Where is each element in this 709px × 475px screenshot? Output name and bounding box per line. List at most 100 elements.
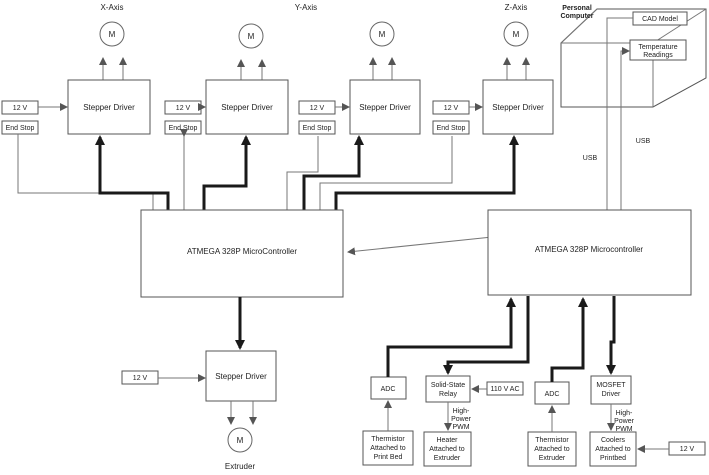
hp-right-line2: Power — [614, 418, 635, 425]
adc-bed-label: ADC — [381, 386, 396, 393]
motor-z1-label: M — [379, 30, 386, 39]
motor-x-label: M — [109, 30, 116, 39]
relay-line2: Relay — [439, 391, 457, 398]
thermistor-bed-line1: Thermistor — [371, 436, 405, 443]
motor-z2: M — [503, 21, 529, 47]
mcu-left: ATMEGA 328P MicroController — [140, 209, 344, 298]
z-axis-label: Z-Axis — [505, 3, 528, 12]
coolers-line1: Coolers — [601, 437, 626, 444]
adc-extruder-label: ADC — [545, 391, 560, 398]
hp-left-line1: High- — [453, 408, 470, 415]
voltage-extruder-label: 12 V — [133, 375, 148, 382]
mcu-right-label: ATMEGA 328P Microcontroller — [535, 245, 644, 254]
heater-line1: Heater — [436, 437, 458, 444]
usb-to-cad-line — [347, 17, 633, 256]
motor-extruder-label: M — [237, 436, 244, 445]
ac-label: 110 V AC — [490, 386, 519, 393]
thermistor-ext-line3: Extruder — [539, 455, 566, 462]
voltage-box-y: 12 V — [164, 100, 202, 115]
stepper-driver-z2-label: Stepper Driver — [492, 103, 544, 112]
endstop-y: End Stop — [164, 120, 202, 135]
driver-to-motor-arrows — [99, 57, 530, 80]
mcu-to-relay-arrow — [443, 296, 530, 375]
y-axis-label: Y-Axis — [295, 3, 317, 12]
endstop-x-label: End Stop — [6, 125, 35, 132]
voltage-box-z1: 12 V — [298, 100, 336, 115]
stepper-driver-x: Stepper Driver — [67, 79, 151, 135]
motor-z1: M — [369, 21, 395, 47]
stepper-driver-y-label: Stepper Driver — [221, 103, 273, 112]
stepper-driver-z2: Stepper Driver — [482, 79, 554, 135]
stepper-driver-y: Stepper Driver — [205, 79, 289, 135]
mosfet-driver: MOSFET Driver — [590, 375, 632, 405]
thermistor-bed-line2: Attached to — [370, 445, 406, 452]
voltage-z1-label: 12 V — [310, 105, 325, 112]
stepper-driver-x-label: Stepper Driver — [83, 103, 135, 112]
motor-x: M — [99, 21, 125, 47]
hp-left-line2: Power — [451, 416, 472, 423]
extruder-motor-arrows — [227, 401, 257, 425]
endstop-x: End Stop — [1, 120, 39, 135]
mosfet-line1: MOSFET — [596, 382, 626, 389]
voltage-box-x: 12 V — [1, 100, 39, 115]
mcu-right: ATMEGA 328P Microcontroller — [487, 209, 692, 296]
mosfet-line2: Driver — [602, 391, 621, 398]
heater-extruder: Heater Attached to Extruder — [423, 431, 472, 467]
adc-extruder-to-mcu-arrow — [550, 297, 588, 382]
pc-title-line2: Computer — [560, 13, 593, 20]
endstop-z1-label: End Stop — [303, 125, 332, 132]
cad-model-box: CAD Model — [632, 11, 688, 26]
solid-state-relay: Solid-State Relay — [425, 375, 471, 403]
stepper-driver-extruder-label: Stepper Driver — [215, 372, 267, 381]
hp-left-line3: PWM — [452, 424, 469, 431]
endstop-z2: End Stop — [432, 120, 470, 135]
x-axis-label: X-Axis — [100, 3, 123, 12]
relay-line1: Solid-State — [431, 382, 465, 389]
voltage-z2-label: 12 V — [444, 105, 459, 112]
temperature-line2: Readings — [643, 52, 673, 59]
mcu-to-driver-arrows — [95, 135, 519, 210]
coolers-line3: Printbed — [600, 455, 626, 462]
thermistor-ext-line1: Thermistor — [535, 437, 569, 444]
mcu-left-label: ATMEGA 328P MicroController — [187, 247, 297, 256]
adc-extruder: ADC — [534, 381, 570, 405]
pc-title-line1: Personal — [562, 5, 592, 12]
usb-to-temperature-line — [620, 47, 630, 210]
voltage-y-label: 12 V — [176, 105, 191, 112]
ac-box: 110 V AC — [486, 381, 524, 396]
stepper-driver-z1-label: Stepper Driver — [359, 103, 411, 112]
adc-bed: ADC — [370, 376, 407, 400]
voltage-x-label: 12 V — [13, 105, 28, 112]
thermistor-bed: Thermistor Attached to Print Bed — [362, 430, 414, 466]
endstop-y-label: End Stop — [169, 125, 198, 132]
usb-label-1: USB — [583, 155, 598, 162]
temperature-readings-box: Temperature Readings — [629, 39, 687, 61]
motor-z2-label: M — [513, 30, 520, 39]
stepper-driver-extruder: Stepper Driver — [205, 350, 277, 402]
motor-extruder: M — [227, 427, 253, 453]
adc-bed-to-mcu-arrow — [386, 297, 516, 377]
usb-label-2: USB — [636, 138, 651, 145]
thermistor-extruder: Thermistor Attached to Extruder — [527, 431, 577, 467]
temperature-line1: Temperature — [638, 44, 677, 51]
voltage-box-extruder: 12 V — [121, 370, 159, 385]
thermistor-bed-line3: Print Bed — [374, 454, 403, 461]
hp-right-line1: High- — [616, 410, 633, 417]
mcu-to-mosfet-arrow — [606, 296, 616, 375]
heater-line3: Extruder — [434, 455, 461, 462]
thermistor-ext-line2: Attached to — [534, 446, 570, 453]
coolers-printbed: Coolers Attached to Printbed — [589, 431, 637, 467]
motor-y: M — [238, 23, 264, 49]
cad-model-label: CAD Model — [642, 16, 678, 23]
endstop-z2-label: End Stop — [437, 125, 466, 132]
motor-y-label: M — [248, 32, 255, 41]
heater-line2: Attached to — [429, 446, 465, 453]
stepper-driver-z1: Stepper Driver — [349, 79, 421, 135]
voltage-box-z2: 12 V — [432, 100, 470, 115]
voltage-coolers-label: 12 V — [680, 446, 695, 453]
coolers-line2: Attached to — [595, 446, 631, 453]
extruder-label: Extruder — [225, 462, 256, 471]
endstop-connections — [17, 129, 453, 210]
endstop-z1: End Stop — [298, 120, 336, 135]
